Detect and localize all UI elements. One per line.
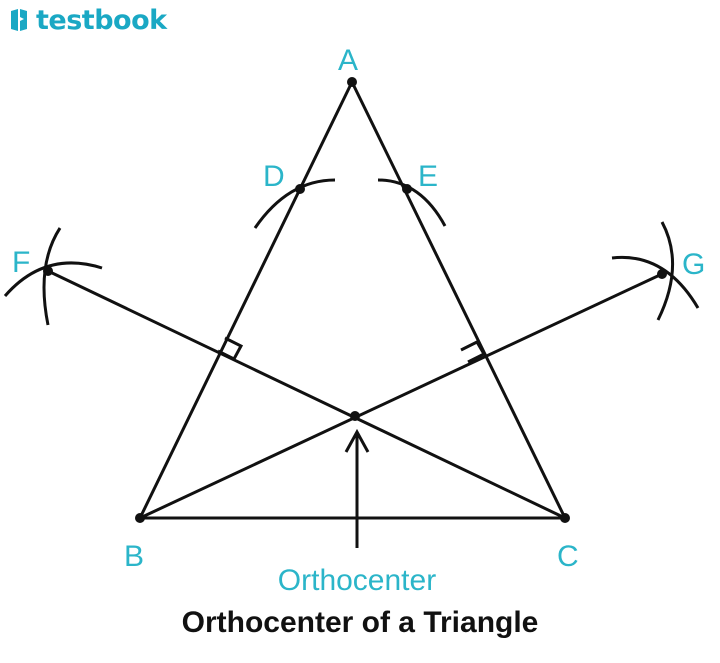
label-f: F [12, 246, 30, 279]
arc-e [377, 178, 447, 227]
altitude-from-b [139, 272, 663, 520]
point-d [295, 184, 305, 194]
altitudes [47, 269, 663, 520]
arc-f-horizontal [3, 261, 103, 297]
testbook-logo-icon [11, 9, 27, 31]
orthocenter-arrow [344, 428, 370, 548]
right-angle-markers [217, 336, 487, 364]
point-b [135, 513, 145, 523]
label-b: B [124, 540, 144, 573]
label-e: E [418, 160, 438, 193]
label-a: A [338, 44, 358, 77]
arrow-head [344, 428, 370, 453]
point-f [43, 266, 53, 276]
side-ab [138, 81, 354, 519]
brand-name: testbook [36, 4, 167, 36]
diagram-title: Orthocenter of a Triangle [181, 606, 539, 639]
right-angle-marker-right [460, 340, 487, 364]
points [43, 77, 667, 523]
arc-g-horizontal [611, 255, 700, 309]
orthocenter-label: Orthocenter [278, 564, 436, 597]
orthocenter-point [350, 411, 360, 421]
label-d: D [263, 160, 285, 193]
arc-d [253, 178, 336, 229]
construction-arcs [3, 178, 700, 326]
altitude-from-c [47, 269, 566, 520]
orthocenter-diagram: A B C D E F G Orthocenter [3, 44, 705, 597]
point-c [560, 513, 570, 523]
point-e [402, 184, 412, 194]
point-g [657, 269, 667, 279]
label-c: C [557, 540, 579, 573]
brand-logo: testbook [8, 2, 167, 38]
triangle-abc [138, 81, 567, 520]
side-ac [350, 81, 567, 519]
point-a [347, 77, 357, 87]
arc-g-vertical [656, 221, 675, 321]
right-angle-marker-left [217, 336, 244, 361]
label-g: G [682, 248, 705, 281]
